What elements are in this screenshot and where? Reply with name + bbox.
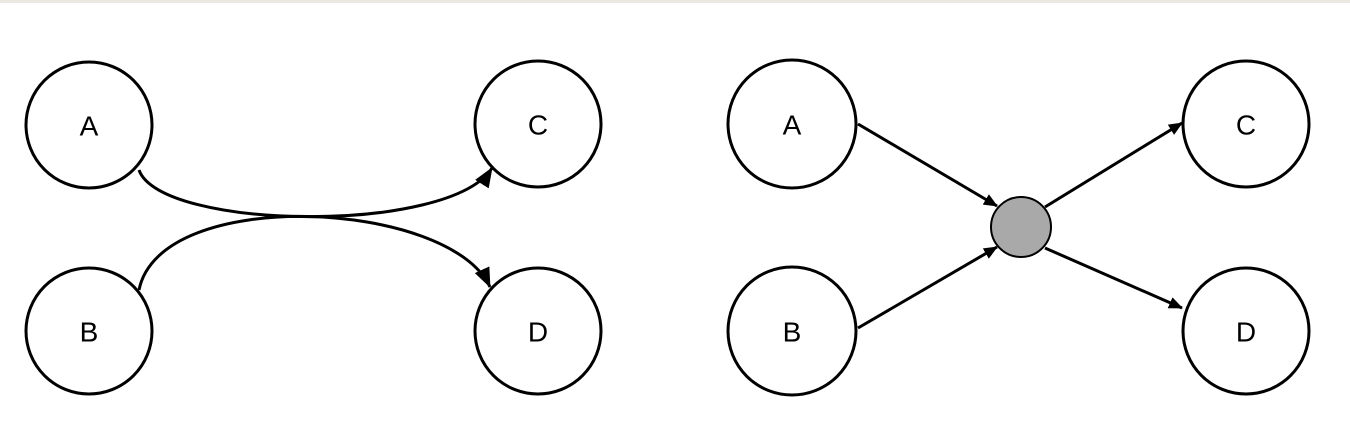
left-node-b: B — [24, 266, 154, 396]
left-node-c-label: C — [528, 110, 548, 141]
right-node-c-label: C — [1236, 110, 1256, 141]
right-node-d: D — [1181, 266, 1311, 396]
right-node-d-label: D — [1236, 317, 1256, 348]
left-node-c: C — [473, 59, 603, 189]
right-edge-b-to-hub — [857, 245, 998, 330]
left-edge-b-to-d — [137, 214, 492, 291]
left-diagram: A B C D — [24, 59, 603, 396]
left-node-b-label: B — [80, 317, 99, 348]
right-edge-hub-to-c — [1044, 121, 1183, 209]
right-node-a-label: A — [783, 110, 802, 141]
top-border — [0, 0, 1350, 3]
right-node-c: C — [1181, 59, 1311, 189]
right-node-b-label: B — [783, 317, 802, 348]
left-node-d-label: D — [528, 317, 548, 348]
left-node-a-label: A — [80, 111, 99, 142]
right-node-b: B — [726, 265, 858, 397]
right-node-a: A — [726, 58, 858, 190]
right-edge-hub-to-d — [1044, 246, 1183, 310]
right-edge-a-to-hub — [857, 122, 998, 208]
right-diagram: A B C D — [726, 58, 1311, 397]
left-node-a: A — [24, 60, 154, 190]
left-node-d: D — [473, 266, 603, 396]
left-edge-a-to-c — [137, 167, 494, 219]
right-hub — [990, 196, 1052, 258]
